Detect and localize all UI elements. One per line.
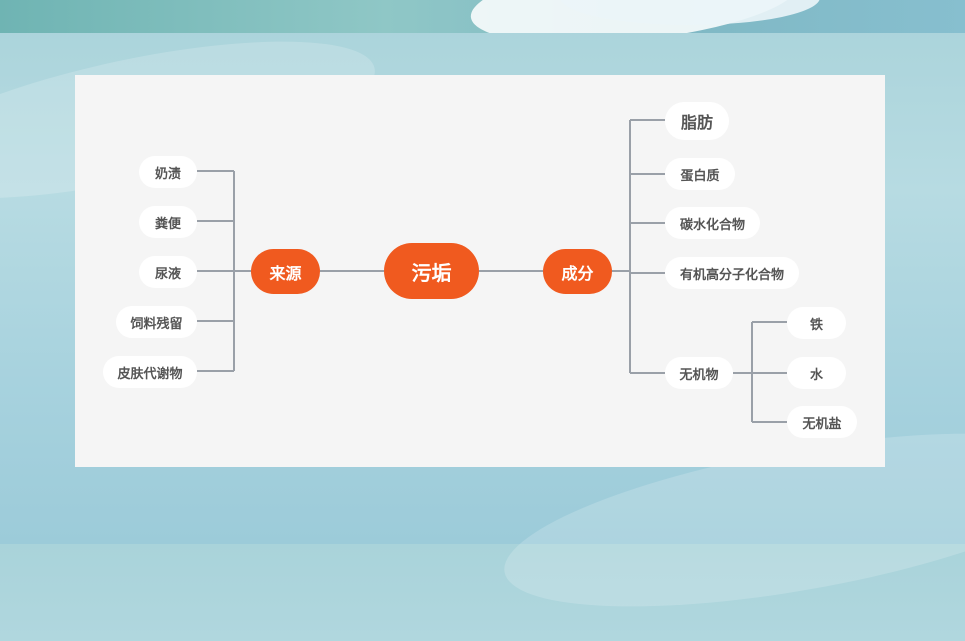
leaf-node-composition: 无机物 (665, 357, 733, 389)
connector-lines (197, 119, 787, 423)
leaf-node-inorganic: 无机盐 (787, 406, 857, 438)
leaf-node-composition: 脂肪 (665, 102, 729, 140)
leaf-node-source: 奶渍 (139, 156, 197, 188)
leaf-node-source: 皮肤代谢物 (103, 356, 197, 388)
leaf-node-inorganic: 铁 (787, 307, 846, 339)
branch-node-composition: 成分 (543, 249, 612, 294)
leaf-node-inorganic: 水 (787, 357, 846, 389)
branch-node-source: 来源 (251, 249, 320, 294)
leaf-node-source: 尿液 (139, 256, 197, 288)
leaf-node-source: 饲料残留 (116, 306, 197, 338)
top-decor-strip (0, 0, 965, 33)
leaf-node-composition: 有机高分子化合物 (665, 257, 799, 289)
leaf-node-composition: 蛋白质 (665, 158, 735, 190)
center-node: 污垢 (384, 243, 479, 299)
leaf-node-source: 粪便 (139, 206, 197, 238)
leaf-node-composition: 碳水化合物 (665, 207, 760, 239)
